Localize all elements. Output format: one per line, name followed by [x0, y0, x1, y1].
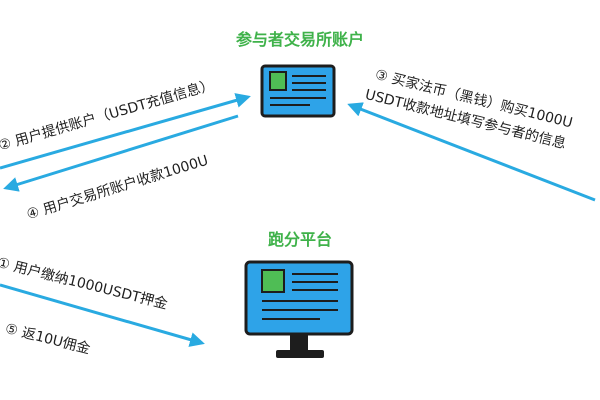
- arrow-step-3: [347, 102, 596, 202]
- exchange-account-title: 参与者交易所账户: [235, 30, 365, 49]
- id-card-monitor-icon: [260, 64, 336, 118]
- arrow-step-4: [3, 114, 239, 192]
- desktop-monitor-icon: [244, 260, 354, 358]
- platform-title: 跑分平台: [267, 230, 333, 249]
- arrow-step-5: [0, 283, 205, 347]
- arrow-step-2: [0, 93, 251, 170]
